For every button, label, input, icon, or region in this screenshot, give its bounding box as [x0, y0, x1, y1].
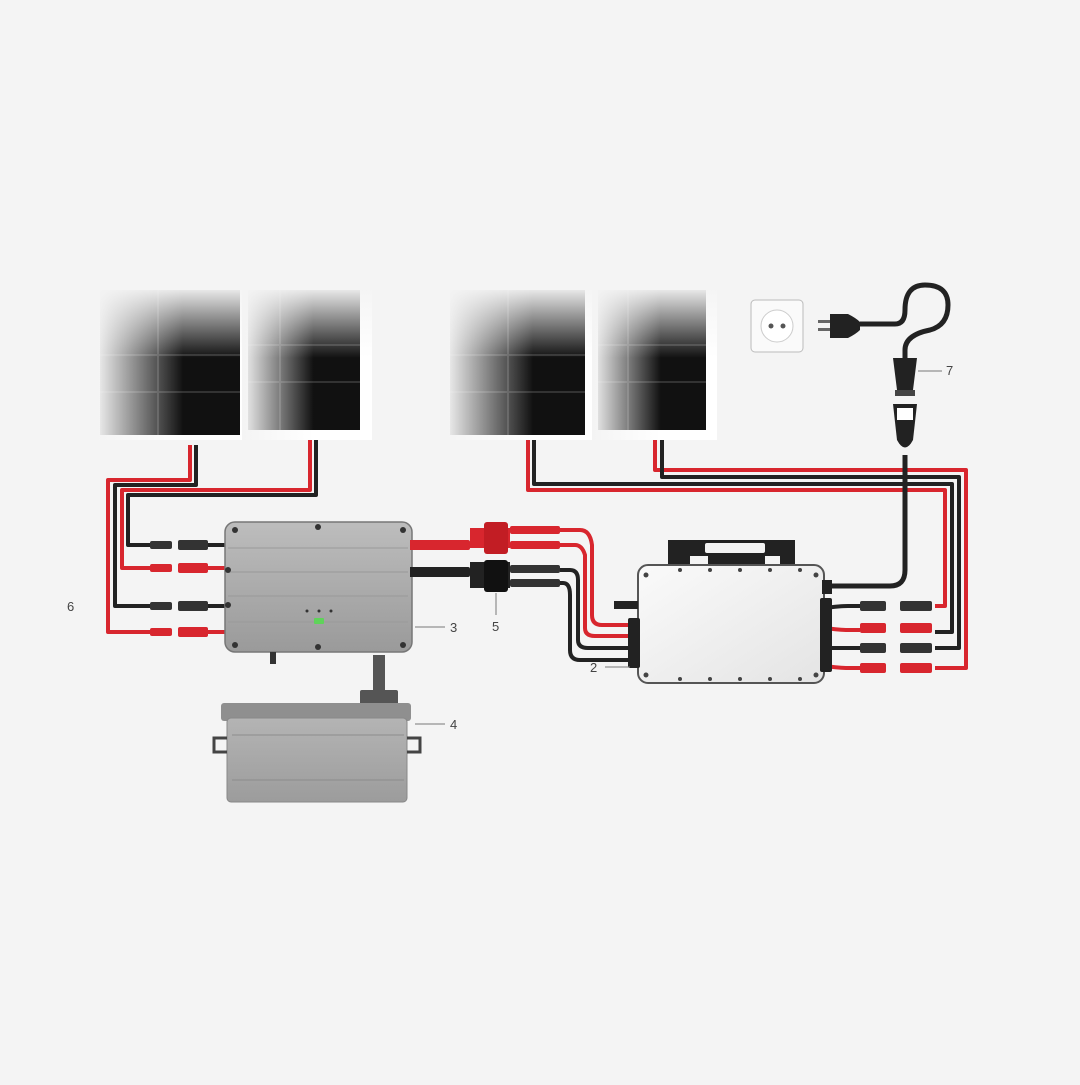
ac-connector [893, 358, 917, 448]
mc4-connectors-left [150, 540, 233, 637]
solar-panel-3 [445, 286, 605, 446]
callout-battery: 4 [450, 717, 457, 732]
battery [212, 690, 422, 803]
callout-y-connector: 5 [492, 619, 499, 634]
solar-panel-1 [95, 286, 255, 446]
mc4-connector-icon [860, 643, 932, 653]
pv-cables [106, 282, 968, 700]
callout-charge-controller: 3 [450, 620, 457, 635]
mc4-connector-icon [150, 563, 233, 573]
callout-pv-cables: 6 [67, 599, 74, 614]
schuko-plug-icon [818, 314, 860, 338]
y-branch-connector-icon [430, 522, 560, 592]
mc4-connectors-right [860, 601, 932, 673]
charge-controller [224, 521, 432, 664]
solar-panel-4 [592, 286, 717, 446]
led-indicator [314, 618, 324, 624]
callout-inverter: 2 [590, 660, 597, 675]
mc4-connector-icon [150, 540, 233, 550]
mc4-connector-icon [150, 601, 233, 611]
solar-panel-2 [242, 286, 372, 446]
mc4-connector-icon [150, 627, 233, 637]
mc4-connector-icon [860, 601, 932, 611]
callout-leaders [415, 370, 942, 725]
mc4-connector-icon [860, 663, 932, 673]
microinverter [614, 540, 832, 684]
wall-socket-icon [750, 299, 804, 353]
mc4-connector-icon [860, 623, 932, 633]
callout-mains-cable: 7 [946, 363, 953, 378]
